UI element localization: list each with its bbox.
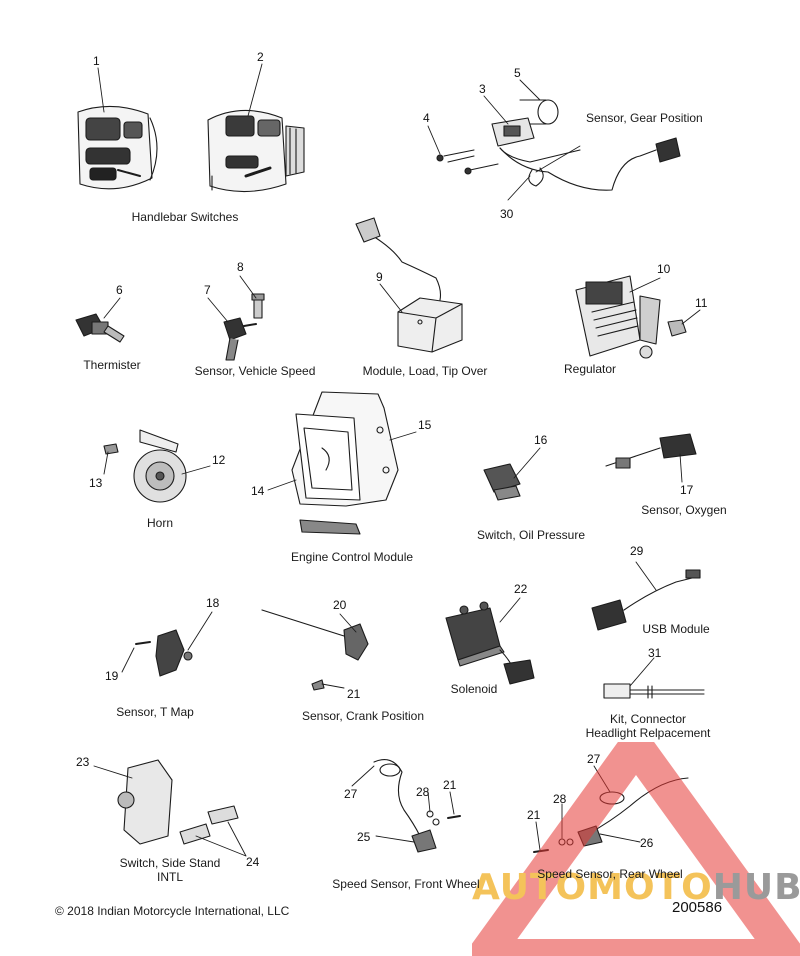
automotohub-watermark-text: AUTOMOTOHUB: [472, 867, 800, 908]
callout-6: 6: [116, 283, 123, 297]
label-thermister: Thermister: [83, 358, 141, 372]
label-horn: Horn: [146, 516, 174, 530]
label-side-stand-switch-line1: Switch, Side Stand: [119, 856, 221, 870]
label-tip-over-module: Module, Load, Tip Over: [362, 364, 488, 378]
callout-16: 16: [534, 433, 548, 447]
callout-29: 29: [630, 544, 644, 558]
callout-26: 26: [640, 836, 654, 850]
callout-28-front: 28: [416, 785, 430, 799]
side-stand-switch-part: [117, 759, 239, 845]
t-map-sensor-part: [135, 629, 193, 677]
label-rear-wheel-speed-sensor: Speed Sensor, Rear Wheel: [537, 867, 683, 881]
callout-9: 9: [376, 270, 383, 284]
callout-30: 30: [500, 207, 514, 221]
label-handlebar-switches: Handlebar Switches: [131, 210, 239, 224]
label-regulator: Regulator: [563, 362, 617, 376]
label-engine-control-module: Engine Control Module: [290, 550, 414, 564]
label-solenoid: Solenoid: [450, 682, 498, 696]
callout-19: 19: [105, 669, 119, 683]
oil-pressure-switch-part: [483, 463, 521, 501]
label-crank-position-sensor: Sensor, Crank Position: [301, 709, 425, 723]
callout-21-crank: 21: [347, 687, 361, 701]
callout-31: 31: [648, 646, 662, 660]
label-headlight-connector-line1: Kit, Connector: [609, 712, 687, 726]
callout-14: 14: [251, 484, 265, 498]
callout-2: 2: [257, 50, 264, 64]
label-oil-pressure-switch: Switch, Oil Pressure: [476, 528, 586, 542]
callout-17: 17: [680, 483, 694, 497]
label-gear-position-sensor: Sensor, Gear Position: [586, 111, 703, 125]
callout-10: 10: [657, 262, 671, 276]
label-t-map-sensor: Sensor, T Map: [116, 705, 194, 719]
horn-part: [103, 429, 187, 503]
callout-3: 3: [479, 82, 486, 96]
vehicle-speed-sensor-part: [223, 293, 265, 361]
callout-5: 5: [514, 66, 521, 80]
figure-number: 200586: [672, 899, 723, 916]
callout-13: 13: [89, 476, 103, 490]
label-side-stand-switch: Switch, Side Stand INTL: [120, 856, 221, 884]
label-vehicle-speed-sensor: Sensor, Vehicle Speed: [194, 364, 316, 378]
callout-7: 7: [204, 283, 211, 297]
callout-15: 15: [418, 418, 432, 432]
regulator-part: [575, 275, 687, 359]
oxygen-sensor-part: [605, 433, 697, 469]
label-headlight-connector-kit: Kit, Connector Headlight Relpacement: [586, 712, 711, 740]
solenoid-part: [445, 601, 535, 685]
callout-11: 11: [695, 296, 708, 310]
gear-position-sensor-part: [436, 99, 681, 191]
callout-20: 20: [333, 598, 347, 612]
front-wheel-speed-sensor-part: [373, 759, 461, 853]
callout-8: 8: [237, 260, 244, 274]
label-side-stand-switch-line2: INTL: [156, 870, 184, 884]
callout-27-front: 27: [344, 787, 358, 801]
callout-25: 25: [357, 830, 371, 844]
tip-over-module-part: [355, 217, 463, 353]
label-oxygen-sensor: Sensor, Oxygen: [641, 503, 727, 517]
callout-24: 24: [246, 855, 260, 869]
callout-4: 4: [423, 111, 430, 125]
callout-18: 18: [206, 596, 220, 610]
callout-21-rear: 21: [527, 808, 541, 822]
callout-1: 1: [93, 54, 100, 68]
right-handlebar-switch-part: [207, 109, 305, 193]
automotohub-watermark-logo: [472, 742, 800, 956]
crank-position-sensor-part: [261, 609, 369, 691]
label-headlight-connector-line2: Headlight Relpacement: [585, 726, 711, 740]
callout-12: 12: [212, 453, 226, 467]
callout-22: 22: [514, 582, 528, 596]
usb-module-part: [591, 569, 701, 631]
headlight-connector-part: [603, 683, 705, 699]
label-front-wheel-speed-sensor: Speed Sensor, Front Wheel: [332, 877, 480, 891]
callout-23: 23: [76, 755, 90, 769]
callout-27-rear: 27: [587, 752, 601, 766]
engine-control-module-part: [291, 391, 399, 535]
left-handlebar-switch-part: [77, 105, 158, 190]
label-usb-module: USB Module: [642, 622, 710, 636]
callout-28-rear: 28: [553, 792, 567, 806]
thermister-part: [75, 313, 125, 343]
copyright-notice: © 2018 Indian Motorcycle International, …: [55, 904, 290, 918]
callout-21-front: 21: [443, 778, 457, 792]
